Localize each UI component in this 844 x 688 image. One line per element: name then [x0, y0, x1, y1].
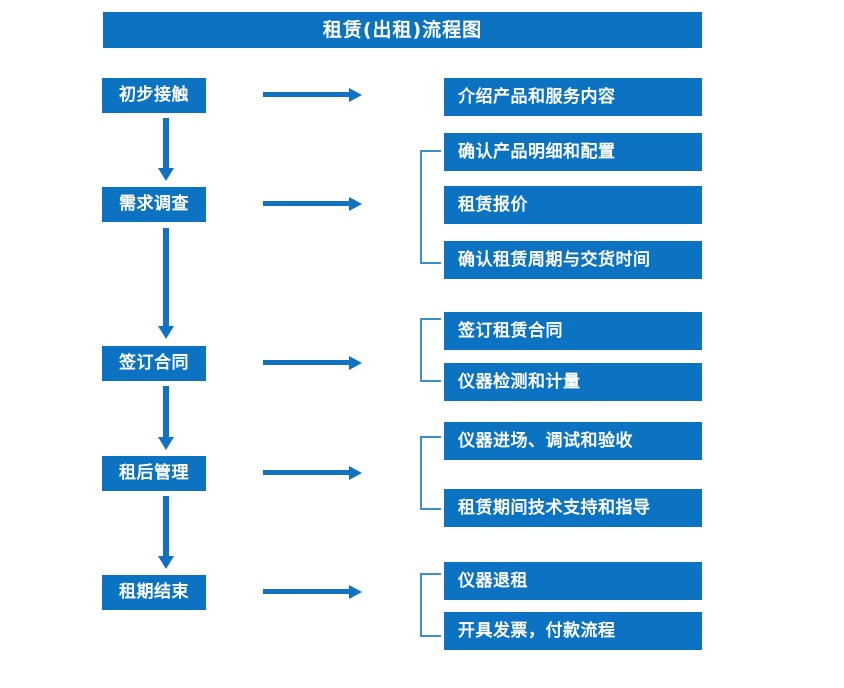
stage-box-4[interactable]: 租后管理	[102, 456, 206, 491]
group-bracket-4	[419, 573, 443, 637]
group-bracket-3	[419, 436, 443, 510]
stage-label-1: 初步接触	[119, 85, 189, 105]
detail-box-4[interactable]: 确认租赁周期与交货时间	[444, 241, 702, 279]
flow-arrow-down-4	[157, 496, 175, 570]
stage-box-1[interactable]: 初步接触	[102, 78, 206, 113]
detail-box-8[interactable]: 租赁期间技术支持和指导	[444, 489, 702, 527]
link-arrow-right-5	[263, 583, 363, 601]
link-arrow-right-2	[263, 195, 363, 213]
detail-box-2[interactable]: 确认产品明细和配置	[444, 133, 702, 171]
group-bracket-2	[419, 318, 443, 382]
group-bracket-1	[419, 150, 443, 264]
detail-label-2: 确认产品明细和配置	[458, 141, 616, 162]
stage-box-5[interactable]: 租期结束	[102, 575, 206, 610]
flow-arrow-down-1	[157, 118, 175, 182]
detail-label-10: 开具发票，付款流程	[458, 620, 616, 641]
detail-box-7[interactable]: 仪器进场、调试和验收	[444, 422, 702, 460]
chart-title-bar: 租赁(出租)流程图	[103, 12, 702, 48]
stage-label-3: 签订合同	[119, 353, 189, 373]
page-title: 租赁(出租)流程图	[322, 18, 483, 41]
link-arrow-right-3	[263, 354, 363, 372]
detail-label-6: 仪器检测和计量	[458, 371, 581, 392]
stage-label-5: 租期结束	[119, 582, 189, 602]
detail-label-8: 租赁期间技术支持和指导	[458, 497, 651, 518]
stage-box-2[interactable]: 需求调查	[102, 187, 206, 222]
detail-label-7: 仪器进场、调试和验收	[458, 430, 633, 451]
detail-box-5[interactable]: 签订租赁合同	[444, 312, 702, 350]
detail-box-10[interactable]: 开具发票，付款流程	[444, 612, 702, 650]
detail-label-9: 仪器退租	[458, 570, 528, 591]
stage-label-4: 租后管理	[119, 463, 189, 483]
detail-label-4: 确认租赁周期与交货时间	[458, 249, 651, 270]
detail-label-5: 签订租赁合同	[458, 320, 563, 341]
flow-arrow-down-3	[157, 386, 175, 451]
stage-label-2: 需求调查	[119, 194, 189, 214]
link-arrow-right-4	[263, 464, 363, 482]
link-arrow-right-1	[263, 86, 363, 104]
detail-box-3[interactable]: 租赁报价	[444, 186, 702, 224]
detail-label-1: 介绍产品和服务内容	[458, 86, 616, 107]
stage-box-3[interactable]: 签订合同	[102, 346, 206, 381]
detail-box-1[interactable]: 介绍产品和服务内容	[444, 78, 702, 116]
detail-box-9[interactable]: 仪器退租	[444, 562, 702, 600]
detail-label-3: 租赁报价	[458, 194, 528, 215]
flow-arrow-down-2	[157, 228, 175, 340]
detail-box-6[interactable]: 仪器检测和计量	[444, 363, 702, 401]
